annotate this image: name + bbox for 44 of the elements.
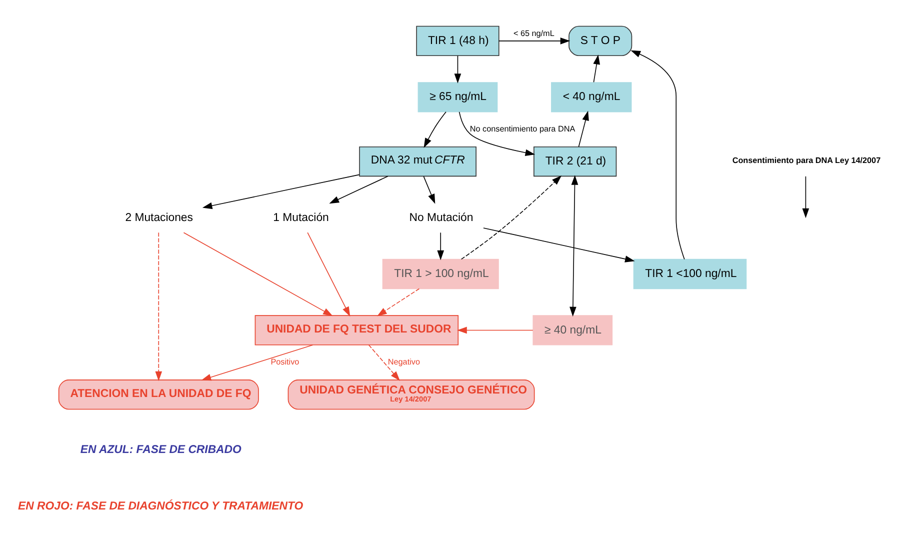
node-box: DNA 32 mut CFTR <box>359 146 476 177</box>
arrow <box>570 175 578 317</box>
node-box: UNIDAD DE FQ TEST DEL SUDOR <box>254 315 459 346</box>
node-box: UNIDAD GENÉTICA CONSEJO GENÉTICO Ley 14/2007 <box>288 380 535 410</box>
arrow <box>630 50 685 260</box>
arrow <box>460 175 562 260</box>
arrow <box>155 232 162 382</box>
node-box: S T O P <box>568 26 632 56</box>
node-text: No Mutación <box>409 212 474 224</box>
node-box: ≥ 65 ng/mL <box>418 82 498 112</box>
arrow <box>458 112 536 156</box>
node-box: TIR 1 > 100 ng/mL <box>382 258 499 290</box>
arrow <box>329 176 388 204</box>
edge-label: Positivo <box>270 357 300 366</box>
node-box: ≥ 40 ng/mL <box>532 315 613 346</box>
arrow <box>423 176 436 204</box>
label: EN AZUL: FASE DE CRIBADO <box>80 444 242 456</box>
arrow <box>498 38 570 44</box>
node-box: TIR 1 <100 ng/mL <box>633 258 747 290</box>
label: EN ROJO: FASE DE DIAGNÓSTICO Y TRATAMIENTO <box>18 500 304 512</box>
arrow <box>202 174 360 210</box>
arrow <box>457 326 534 334</box>
arrow <box>578 110 589 148</box>
arrow <box>437 232 444 260</box>
node-text: Consentimiento para DNA Ley 14/2007 <box>732 156 881 165</box>
arrow <box>201 344 314 381</box>
edge-label: No consentimiento para DNA <box>470 124 576 134</box>
node-box: TIR 1 (48 h) <box>416 26 500 56</box>
arrow <box>454 55 462 84</box>
edge-label: < 65 ng/mL <box>513 29 554 38</box>
edge-label: Negativo <box>388 357 420 366</box>
arrow <box>368 344 400 381</box>
arrow <box>183 232 333 316</box>
node-text: 2 Mutaciones <box>125 212 193 224</box>
node-box: ATENCION EN LA UNIDAD DE FQ <box>58 380 259 410</box>
arrow <box>424 111 446 148</box>
arrow <box>593 54 600 83</box>
node-box: TIR 2 (21 d) <box>534 146 617 177</box>
node-box: < 40 ng/mL <box>551 82 632 112</box>
arrow <box>377 288 420 316</box>
arrow <box>307 232 350 317</box>
arrow <box>802 176 810 218</box>
node-text: 1 Mutación <box>273 212 329 224</box>
arrow <box>483 228 635 262</box>
